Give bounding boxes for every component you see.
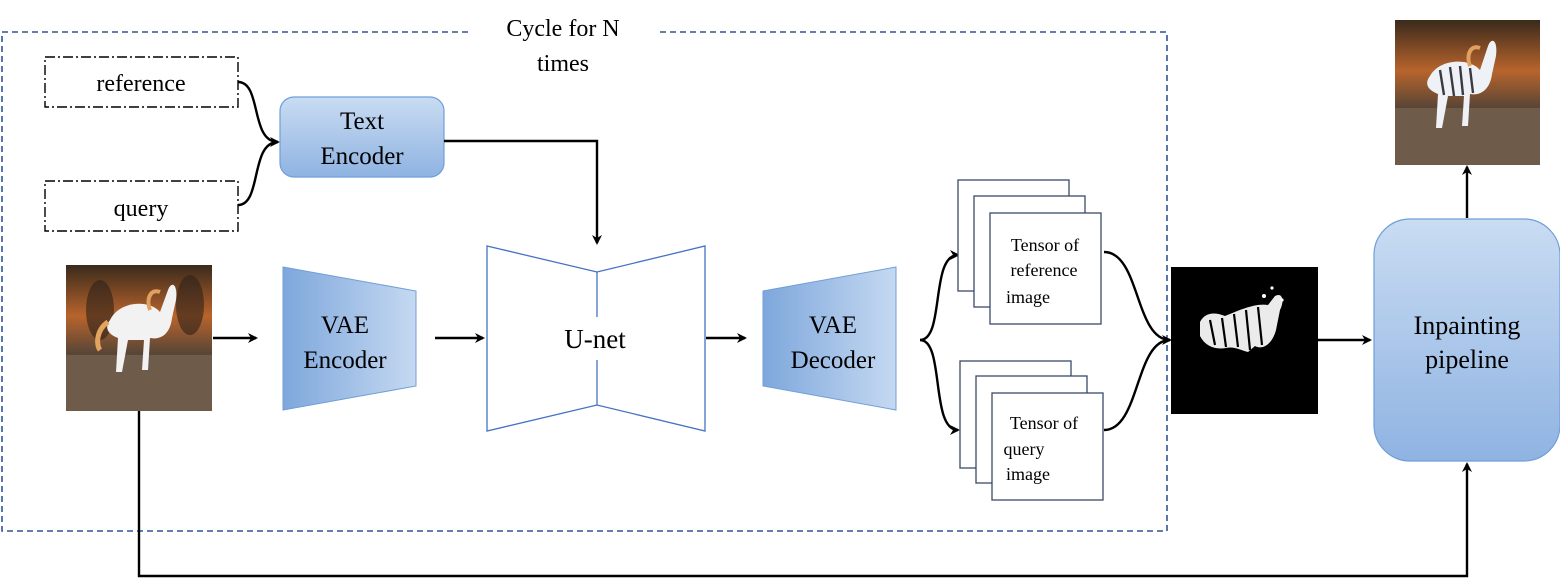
input-to-inpainting-bypass-arrow bbox=[137, 411, 1472, 578]
vae-encoder-line1: VAE bbox=[321, 312, 369, 339]
mask-image bbox=[1171, 267, 1318, 414]
query-tensor-line1: Tensor of bbox=[1010, 413, 1078, 433]
vae-decoder-line2: Decoder bbox=[791, 347, 876, 374]
vae-encoder-line2: Encoder bbox=[303, 347, 387, 374]
query-to-encoder-connector bbox=[237, 140, 279, 207]
unet-label: U-net bbox=[564, 324, 626, 354]
cycle-boundary bbox=[1, 31, 1168, 532]
inpainting-pipeline-block: Inpainting pipeline bbox=[1373, 218, 1560, 462]
cycle-label-line2: times bbox=[537, 51, 589, 77]
reference-tensor-to-mask-connector bbox=[1103, 250, 1172, 345]
cycle-label-line1: Cycle for N bbox=[506, 16, 619, 42]
unet-block: U-net bbox=[486, 245, 706, 432]
reference-prompt-label: reference bbox=[96, 71, 185, 97]
reference-tensor-stack: Tensor of reference image bbox=[957, 179, 1102, 325]
query-tensor-stack: Tensor of query image bbox=[959, 360, 1104, 501]
reference-tensor-line1: Tensor of bbox=[1011, 235, 1079, 255]
output-zebra-horse-image bbox=[1395, 20, 1540, 165]
query-tensor-line2: query bbox=[1004, 439, 1045, 459]
inpainting-line2: pipeline bbox=[1425, 345, 1509, 374]
reference-prompt-box: reference bbox=[44, 56, 239, 108]
input-horse-image bbox=[66, 265, 212, 411]
text-encoder-line2: Encoder bbox=[320, 143, 404, 170]
inpainting-line1: Inpainting bbox=[1414, 311, 1521, 340]
text-encoder-block: Text Encoder bbox=[279, 96, 445, 178]
reference-to-encoder-connector bbox=[237, 80, 280, 147]
query-tensor-to-mask-connector bbox=[1103, 338, 1171, 432]
vae-decoder-line1: VAE bbox=[809, 312, 857, 339]
query-tensor-line3: image bbox=[1006, 464, 1050, 484]
vae-decoder-block: VAE Decoder bbox=[762, 266, 897, 411]
decoder-to-query-tensor-branch bbox=[919, 338, 960, 435]
text-encoder-line1: Text bbox=[340, 108, 384, 135]
text-encoder-to-unet-arrow bbox=[444, 139, 602, 245]
query-prompt-box: query bbox=[44, 180, 239, 232]
query-prompt-label: query bbox=[114, 196, 169, 222]
vae-encoder-block: VAE Encoder bbox=[282, 266, 417, 411]
reference-tensor-line2: reference bbox=[1011, 260, 1078, 280]
decoder-to-reference-tensor-branch bbox=[919, 250, 960, 342]
reference-tensor-line3: image bbox=[1006, 287, 1050, 307]
